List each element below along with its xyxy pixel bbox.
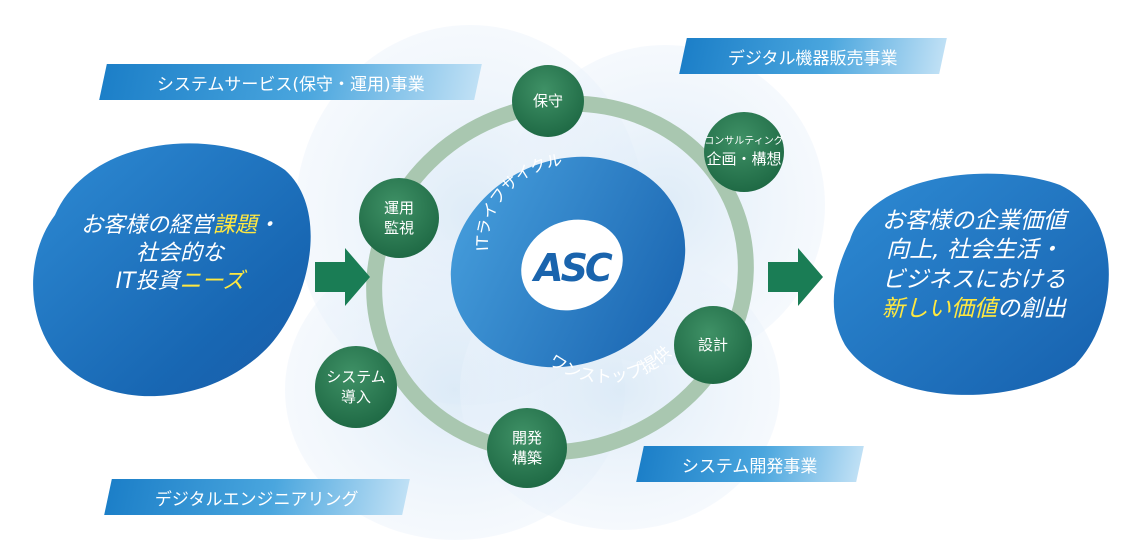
banner-development-label: システム開発事業 — [682, 456, 818, 477]
value-line-2: 向上, 社会生活・ — [886, 237, 1062, 264]
banner-development: システム開発事業 — [636, 446, 864, 482]
arrow-right-icon — [315, 248, 370, 306]
value-keyword-new-value: 新しい価値 — [882, 296, 997, 323]
needs-keyword-kadai: 課題 — [212, 213, 257, 238]
customer-needs-text: お客様の経営課題・ 社会的な IT投資ニーズ — [40, 212, 320, 296]
node-consulting — [704, 112, 784, 192]
needs-line-1: お客様の経営課題・ — [40, 212, 320, 240]
banner-engineering: デジタルエンジニアリング — [104, 479, 410, 515]
banner-maintenance-label: システムサービス(保守・運用)事業 — [156, 74, 425, 95]
banner-maintenance: システムサービス(保守・運用)事業 — [99, 64, 482, 100]
value-line-4b: の創出 — [997, 296, 1066, 323]
banner-sales-label: デジタル機器販売事業 — [728, 48, 898, 69]
node-kaihatsu — [487, 408, 567, 488]
banner-sales: デジタル機器販売事業 — [679, 38, 947, 74]
node-hoshu — [512, 65, 584, 137]
asc-logo: ASC — [531, 246, 613, 290]
needs-keyword-needs: ニーズ — [179, 269, 245, 295]
customer-value-blob — [833, 173, 1109, 395]
needs-line-1a: お客様の経営 — [80, 213, 213, 238]
needs-line-1c: ・ — [257, 213, 280, 238]
banner-engineering-label: デジタルエンジニアリング — [155, 489, 359, 510]
value-line-1: お客様の企業価値 — [882, 208, 1066, 234]
lifecycle-ring — [366, 95, 754, 461]
needs-line-2: 社会的な — [135, 241, 224, 267]
needs-line-3a: IT投資 — [115, 269, 180, 295]
needs-line-3: IT投資ニーズ — [40, 268, 320, 296]
customer-needs-blob — [33, 143, 311, 397]
node-unyou — [359, 178, 439, 258]
customer-value-text: お客様の企業価値 向上, 社会生活・ ビジネスにおける 新しい価値の創出 — [838, 207, 1110, 325]
arrow-right-icon — [768, 248, 823, 306]
node-dounyu — [315, 346, 397, 428]
value-line-4: 新しい価値の創出 — [838, 295, 1110, 324]
value-line-3: ビジネスにおける — [882, 266, 1066, 293]
logo-ellipse — [521, 219, 623, 311]
node-sekkei — [674, 306, 752, 384]
